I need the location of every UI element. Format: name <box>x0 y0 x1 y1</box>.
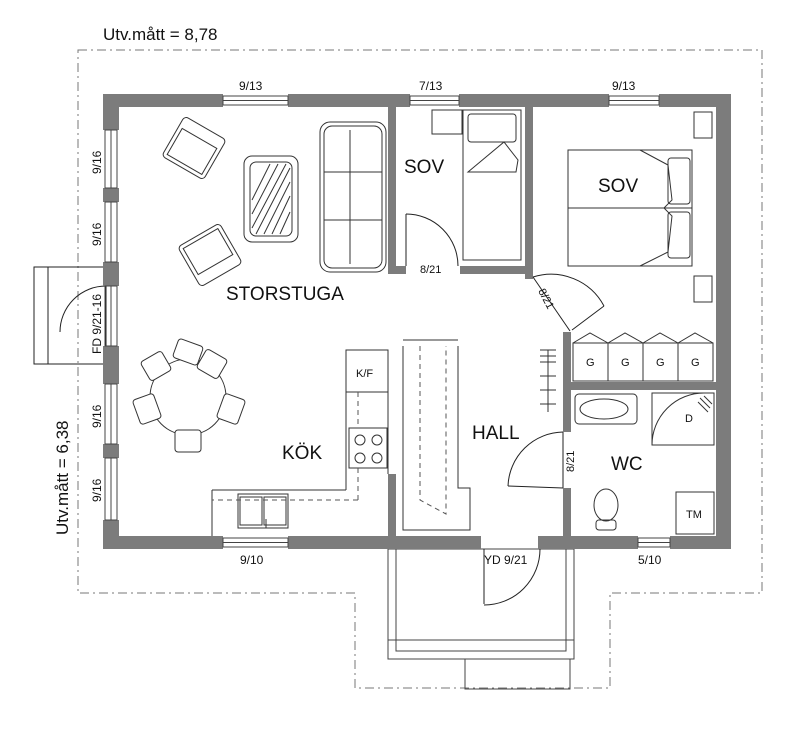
room-label-storstuga: STORSTUGA <box>226 284 344 305</box>
window-label-bottom-left: 9/10 <box>240 553 264 567</box>
porch <box>387 548 575 690</box>
interior-door-swings <box>405 213 605 489</box>
outer-dimension-outline <box>77 49 763 689</box>
window-label-left-4: 9/16 <box>90 478 104 502</box>
door-label-sov-small: 8/21 <box>420 264 441 276</box>
window-label-left-1: 9/16 <box>90 150 104 174</box>
window-label-top-mid: 7/13 <box>419 79 443 93</box>
height-dimension-label: Utv.mått = 6,38 <box>53 421 72 535</box>
width-dimension-label: Utv.mått = 8,78 <box>103 25 217 44</box>
entrance-door-swing <box>483 548 541 606</box>
dining-set <box>132 338 246 453</box>
kitchen-counters <box>211 349 389 536</box>
door-label-sov-large: 8/21 <box>535 287 556 312</box>
large-bedroom-bed <box>567 111 713 303</box>
fixture-label-g3: G <box>656 357 665 369</box>
window-label-top-right: 9/13 <box>612 79 636 93</box>
exterior-walls <box>103 94 731 549</box>
wardrobes <box>572 332 714 382</box>
hall-storage-dashed <box>419 346 447 515</box>
wc-fixtures <box>574 392 715 535</box>
window-label-left-2: 9/16 <box>90 222 104 246</box>
interior-walls <box>388 107 718 536</box>
kitchen-dashed-lines <box>212 392 359 501</box>
room-label-sov-small: SOV <box>404 157 444 178</box>
fixture-label-kf: K/F <box>356 368 373 380</box>
door-label-wc: 8/21 <box>565 451 577 472</box>
small-bedroom-nightstand <box>431 109 463 135</box>
fixture-label-tm: TM <box>686 509 702 521</box>
room-label-sov-large: SOV <box>598 176 638 197</box>
hall-storage <box>402 339 471 531</box>
room-label-wc: WC <box>611 454 643 475</box>
window-label-top-left: 9/13 <box>239 79 263 93</box>
fixture-label-shower: D <box>685 413 693 425</box>
door-label-front: FD 9/21-16 <box>90 294 104 354</box>
fixture-label-g1: G <box>586 357 595 369</box>
window-label-left-3: 9/16 <box>90 404 104 428</box>
shower-drain-marks <box>697 395 713 413</box>
fixture-label-g4: G <box>691 357 700 369</box>
small-bedroom-bed <box>462 109 522 261</box>
room-label-hall: HALL <box>472 423 520 444</box>
living-room-furniture <box>162 117 387 286</box>
window-label-bottom-right: 5/10 <box>638 553 662 567</box>
fixture-label-g2: G <box>621 357 630 369</box>
front-door-entry <box>33 266 107 365</box>
windows <box>104 95 671 548</box>
coffee-table-hatch <box>251 163 291 235</box>
room-label-kok: KÖK <box>282 443 322 464</box>
door-label-entrance: YD 9/21 <box>484 553 528 567</box>
coat-rack <box>540 349 556 412</box>
